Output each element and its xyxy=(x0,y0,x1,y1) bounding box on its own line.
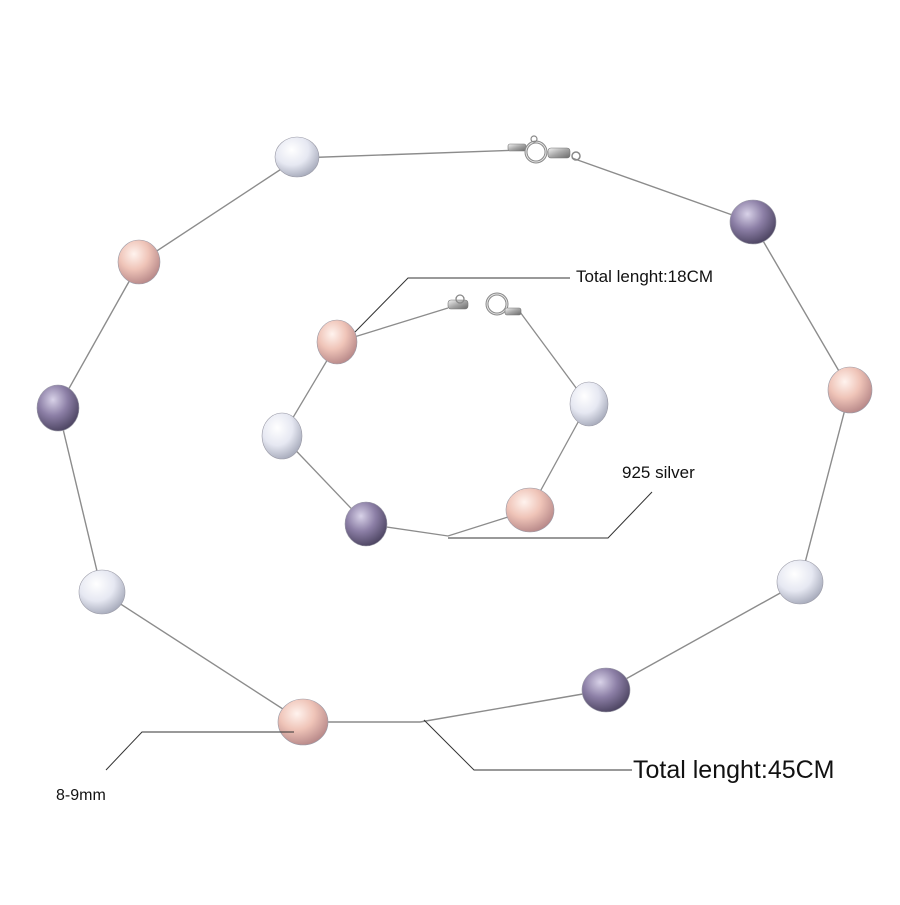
necklace-chain xyxy=(57,149,851,723)
bracelet-pearls xyxy=(261,319,609,547)
pearl-purple xyxy=(36,384,80,432)
bracelet-length-leader xyxy=(354,277,570,333)
pearl-purple xyxy=(729,199,777,245)
pearl-pink xyxy=(316,319,358,365)
pearl-pink xyxy=(827,366,873,414)
pearl-white xyxy=(569,381,609,427)
material-label: 925 silver xyxy=(622,463,695,482)
necklace-clasp xyxy=(507,135,581,164)
pearl-size-label: 8-9mm xyxy=(56,787,106,804)
pearl-purple xyxy=(344,501,388,547)
pearl-white xyxy=(274,136,320,178)
necklace-pearls xyxy=(36,136,873,746)
pearl-white xyxy=(261,412,303,460)
pearl-size-leader xyxy=(105,731,294,771)
necklace-length-label: Total lenght:45CM xyxy=(633,756,835,784)
necklace-length-leader xyxy=(423,719,632,771)
pearl-pink xyxy=(277,698,329,746)
bracelet-length-label: Total lenght:18CM xyxy=(576,267,714,286)
bracelet-clasp xyxy=(447,292,522,316)
material-leader xyxy=(448,491,653,539)
pearl-white xyxy=(776,559,824,605)
pearl-pink xyxy=(505,487,555,533)
pearl-white xyxy=(78,569,126,615)
pearl-purple xyxy=(581,667,631,713)
pearl-pink xyxy=(117,239,161,285)
annotation-leader-lines xyxy=(105,277,653,771)
